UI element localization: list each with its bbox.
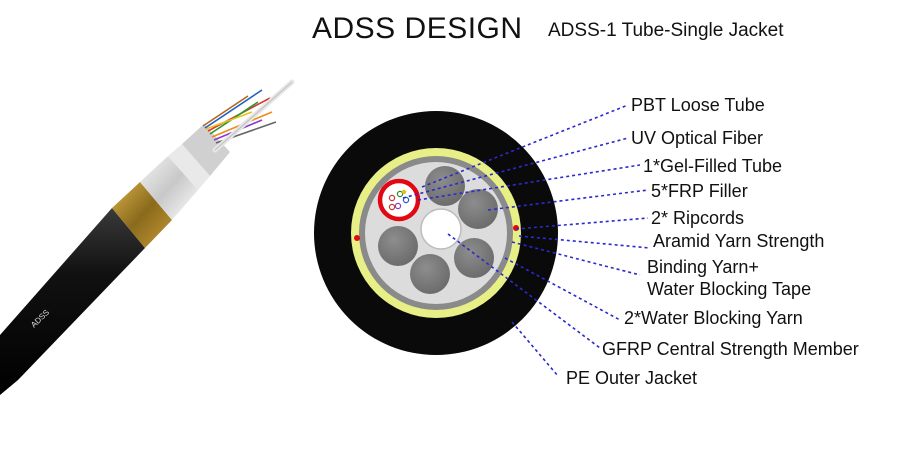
gfrp-central-member (420, 208, 462, 250)
leader-gel-filled-tube (417, 164, 641, 201)
cable-jacket (0, 208, 145, 395)
label-gfrp-member: GFRP Central Strength Member (602, 339, 859, 359)
label-gel-filled-tube: 1*Gel-Filled Tube (643, 156, 783, 176)
frp-filler (454, 238, 494, 278)
cable-tape-section (140, 156, 198, 220)
fiber-dot (388, 203, 396, 211)
cable-photo: ADSS (0, 79, 295, 395)
cable-loose-tube (182, 124, 230, 176)
leader-frp-filler (487, 189, 649, 211)
label-binding-yarn-line2: Water Blocking Tape (647, 279, 812, 299)
label-pbt-loose-tube: PBT Loose Tube (631, 95, 765, 115)
label-pe-outer-jacket: PE Outer Jacket (566, 368, 698, 388)
leader-lines (402, 104, 651, 377)
leader-binding-yarn (511, 241, 641, 276)
ripcord (513, 225, 519, 231)
frp-filler (410, 254, 450, 294)
label-frp-filler: 5*FRP Filler (651, 181, 748, 201)
leader-uv-optical-fiber (402, 137, 629, 199)
label-aramid-yarn: Aramid Yarn Strength (653, 231, 825, 251)
label-water-blocking-yarn: 2*Water Blocking Yarn (624, 308, 803, 328)
gel-filled-tube (377, 178, 421, 222)
leader-pe-outer-jacket (511, 321, 559, 377)
fiber-dot (394, 202, 402, 210)
fiber-dot (402, 196, 410, 204)
fiber-dot (388, 194, 396, 202)
label-binding-yarn-line1: Binding Yarn+ (647, 257, 759, 277)
leader-gfrp-member (447, 233, 601, 349)
cable-cross-section (314, 111, 558, 355)
label-uv-optical-fiber: UV Optical Fiber (631, 128, 764, 148)
fiber-dot (396, 190, 404, 198)
page-title: ADSS DESIGN (312, 12, 523, 45)
fiber-dot (401, 189, 407, 195)
label-ripcords: 2* Ripcords (651, 208, 745, 228)
leader-aramid-yarn (518, 235, 651, 249)
page-subtitle: ADSS-1 Tube-Single Jacket (548, 20, 784, 41)
frp-filler (378, 226, 418, 266)
ripcord (354, 235, 360, 241)
frp-filler (458, 189, 498, 229)
cable-aramid-section (112, 182, 172, 248)
leader-pbt-loose-tube (421, 104, 629, 188)
leader-water-blocking-yarn (504, 257, 621, 321)
leader-ripcords (515, 217, 649, 230)
